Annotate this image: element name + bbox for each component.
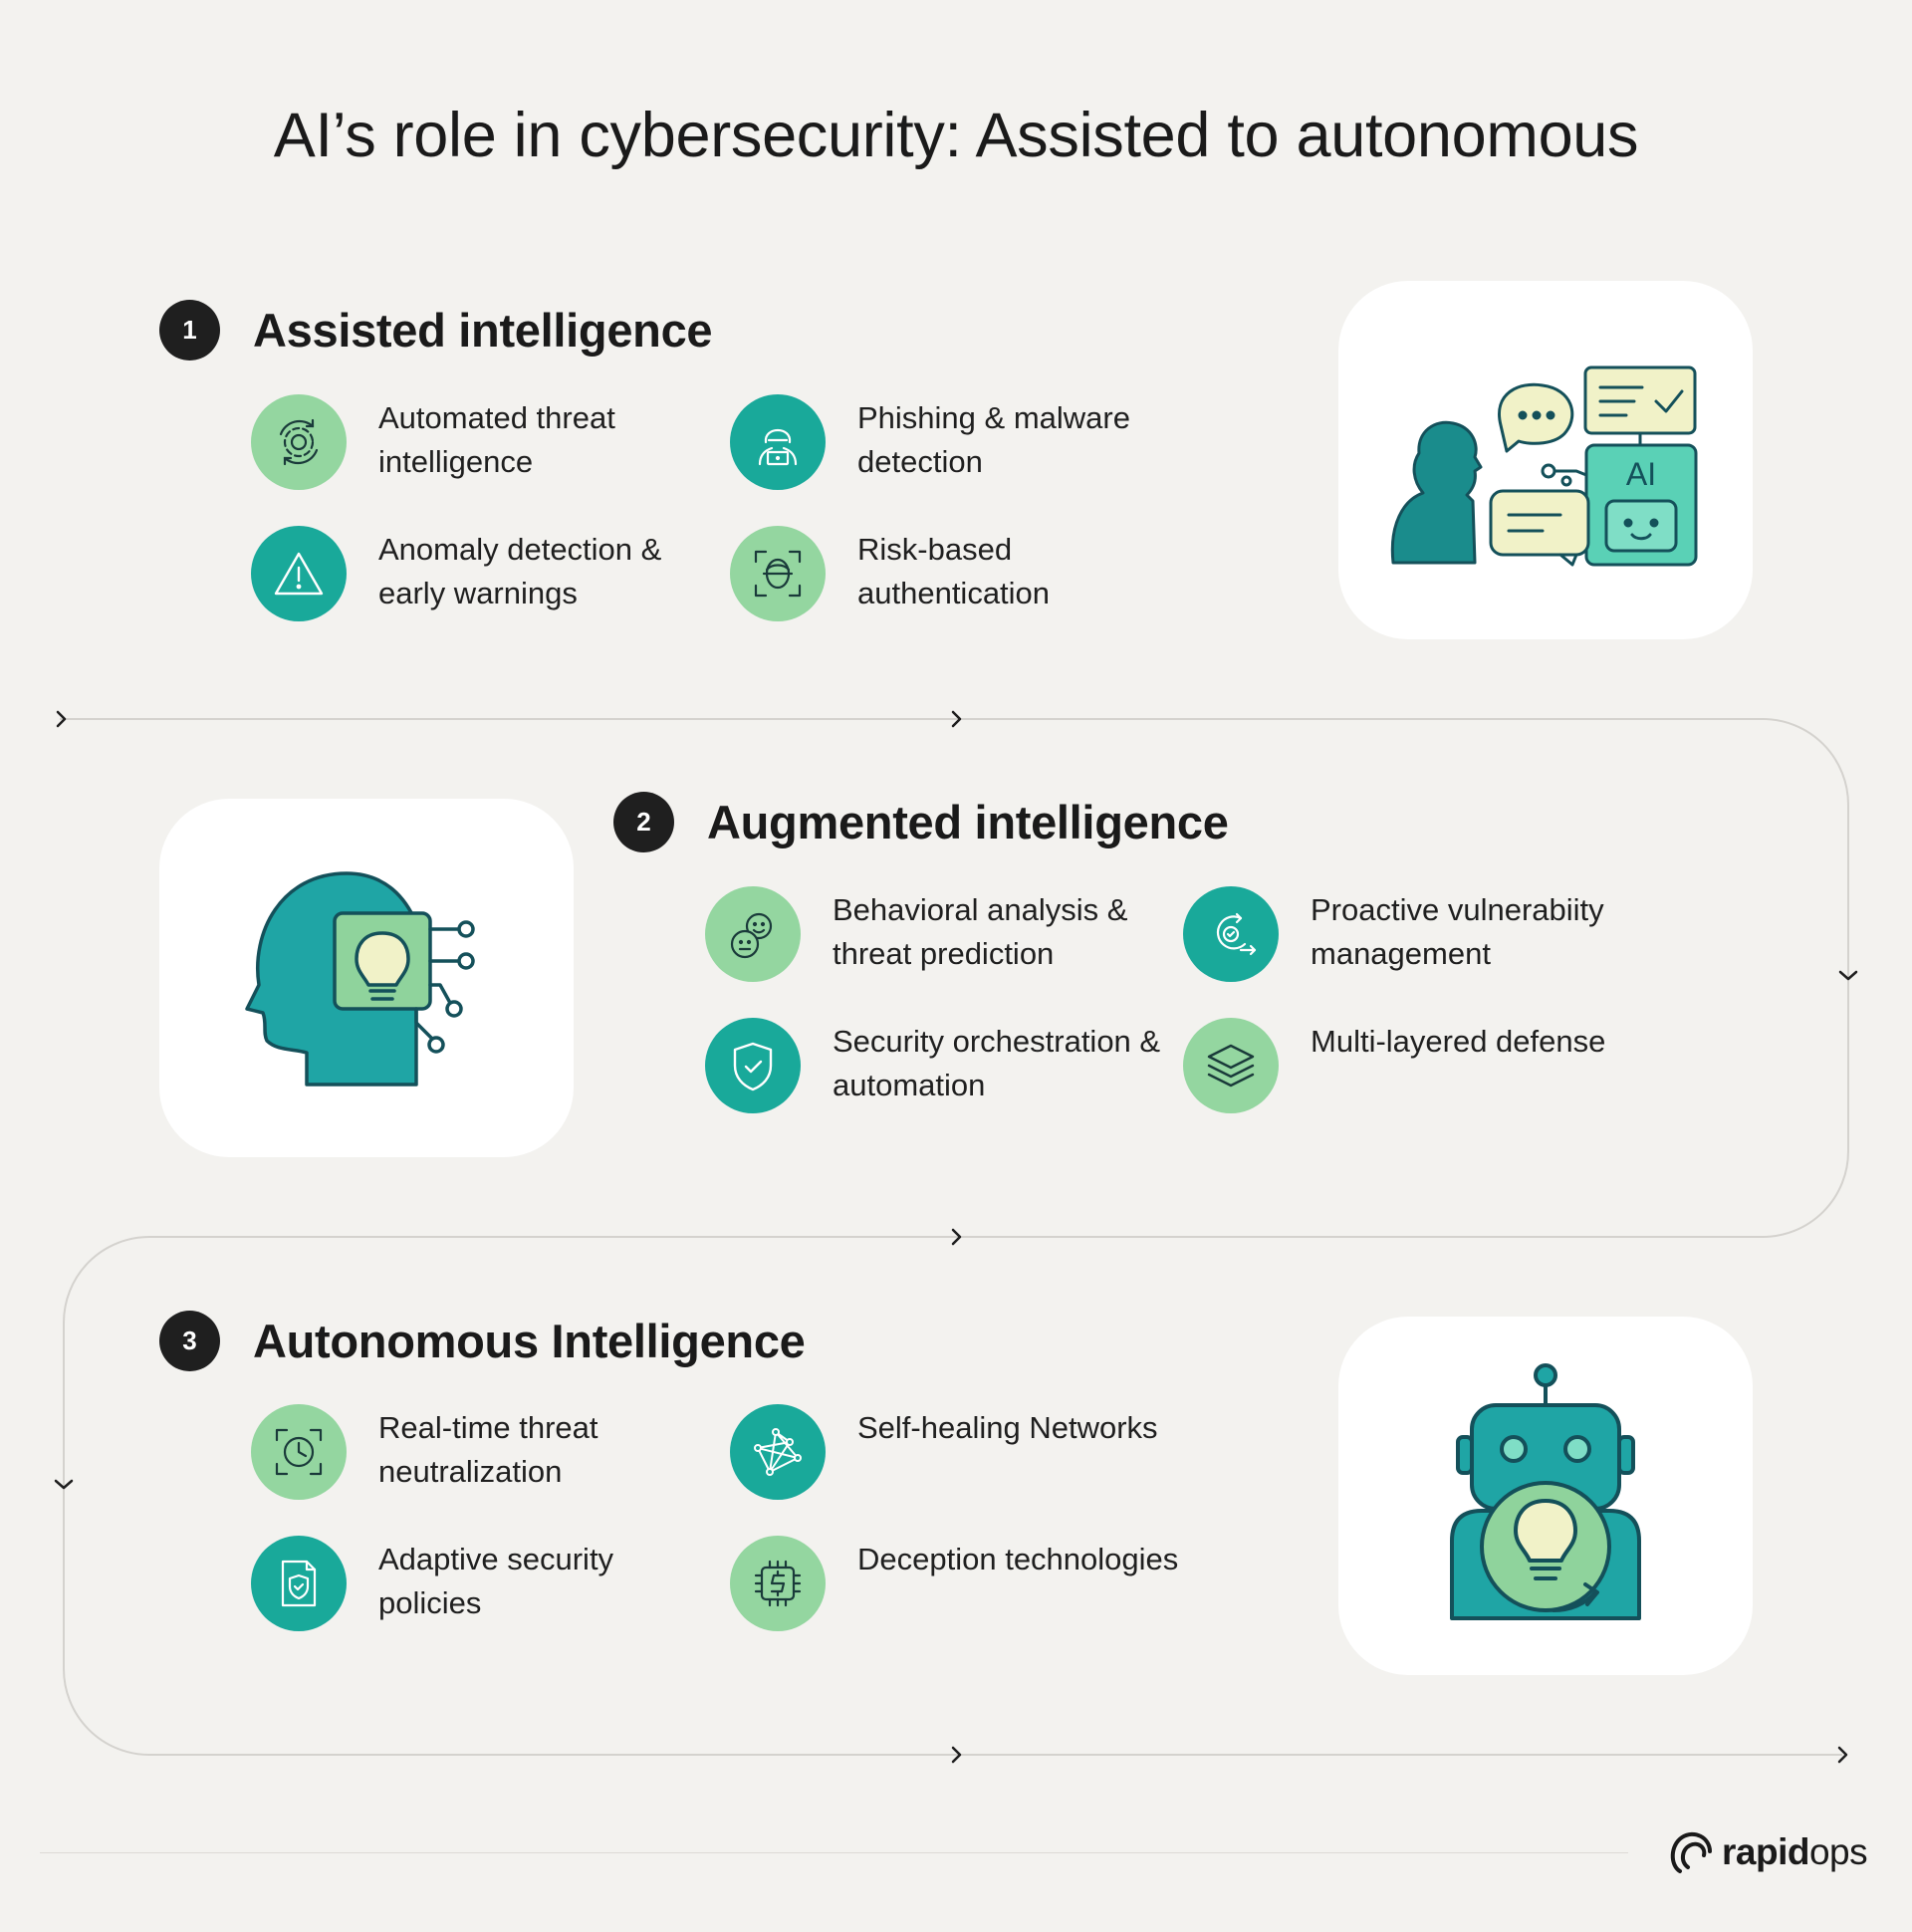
item-label: Security orchestration & automation [833,1024,1161,1102]
hacker-laptop-icon [730,394,826,490]
chevron-right-icon [951,1746,962,1764]
chevron-right-icon [1837,1746,1848,1764]
list-item: Proactive vulnerabiity management [1183,886,1639,982]
item-label: Proactive vulnerabiity management [1311,892,1604,971]
item-label: Automated threat intelligence [378,400,615,479]
list-item: Real-time threat neutralization [251,1404,707,1500]
cycle-check-icon [1183,886,1279,982]
section-header: 1 Assisted intelligence [159,300,713,361]
section-number: 2 [613,792,674,852]
brand-logo[interactable]: rapidops [1668,1827,1868,1877]
item-label: Multi-layered defense [1311,1024,1606,1059]
svg-text:AI: AI [1626,456,1656,492]
list-item: Phishing & malware detection [730,394,1186,490]
chevron-right-icon [951,710,962,728]
list-item: Risk-based authentication [730,526,1186,621]
section-title: Autonomous Intelligence [253,1315,806,1367]
item-label: Risk-based authentication [857,532,1051,610]
logo-bold: rapid [1722,1831,1809,1872]
logo-icon [1670,1831,1712,1873]
chevron-down-icon [1838,970,1858,981]
section-title: Assisted intelligence [253,304,713,357]
list-item: Adaptive security policies [251,1536,707,1631]
document-shield-icon [251,1536,347,1631]
item-label: Behavioral analysis & threat prediction [833,892,1128,971]
chevron-down-icon [54,1479,74,1490]
list-item: Multi-layered defense [1183,1018,1639,1113]
logo-light: ops [1808,1831,1868,1872]
item-label: Adaptive security policies [378,1542,614,1620]
list-item: Anomaly detection & early warnings [251,526,707,621]
face-scan-icon [730,526,826,621]
page-title: AI’s role in cybersecurity: Assisted to … [273,101,1639,170]
list-item: Deception technologies [730,1536,1186,1631]
layers-icon [1183,1018,1279,1113]
list-item: Self-healing Networks [730,1404,1186,1500]
person-chat-ai-illustration: AI [1338,281,1753,639]
head-chip-bulb-illustration [159,799,574,1157]
item-label: Real-time threat neutralization [378,1410,598,1489]
shield-check-icon [705,1018,801,1113]
section-number: 1 [159,300,220,361]
section-number: 3 [159,1311,220,1371]
chevron-right-icon [951,1228,962,1246]
clock-scan-icon [251,1404,347,1500]
chevron-right-icon [56,710,67,728]
gear-refresh-icon [251,394,347,490]
item-label: Phishing & malware detection [857,400,1130,479]
chip-dollar-icon [730,1536,826,1631]
faces-icon [705,886,801,982]
section-title: Augmented intelligence [707,796,1229,848]
list-item: Behavioral analysis & threat prediction [705,886,1161,982]
list-item: Security orchestration & automation [705,1018,1161,1113]
footer-divider [40,1852,1628,1853]
list-item: Automated threat intelligence [251,394,707,490]
section-header: 3 Autonomous Intelligence [159,1311,806,1371]
network-icon [730,1404,826,1500]
robot-bulb-illustration [1338,1317,1753,1675]
item-label: Self-healing Networks [857,1410,1158,1445]
item-label: Anomaly detection & early warnings [378,532,662,610]
warning-triangle-icon [251,526,347,621]
section-header: 2 Augmented intelligence [613,792,1229,852]
item-label: Deception technologies [857,1542,1179,1576]
